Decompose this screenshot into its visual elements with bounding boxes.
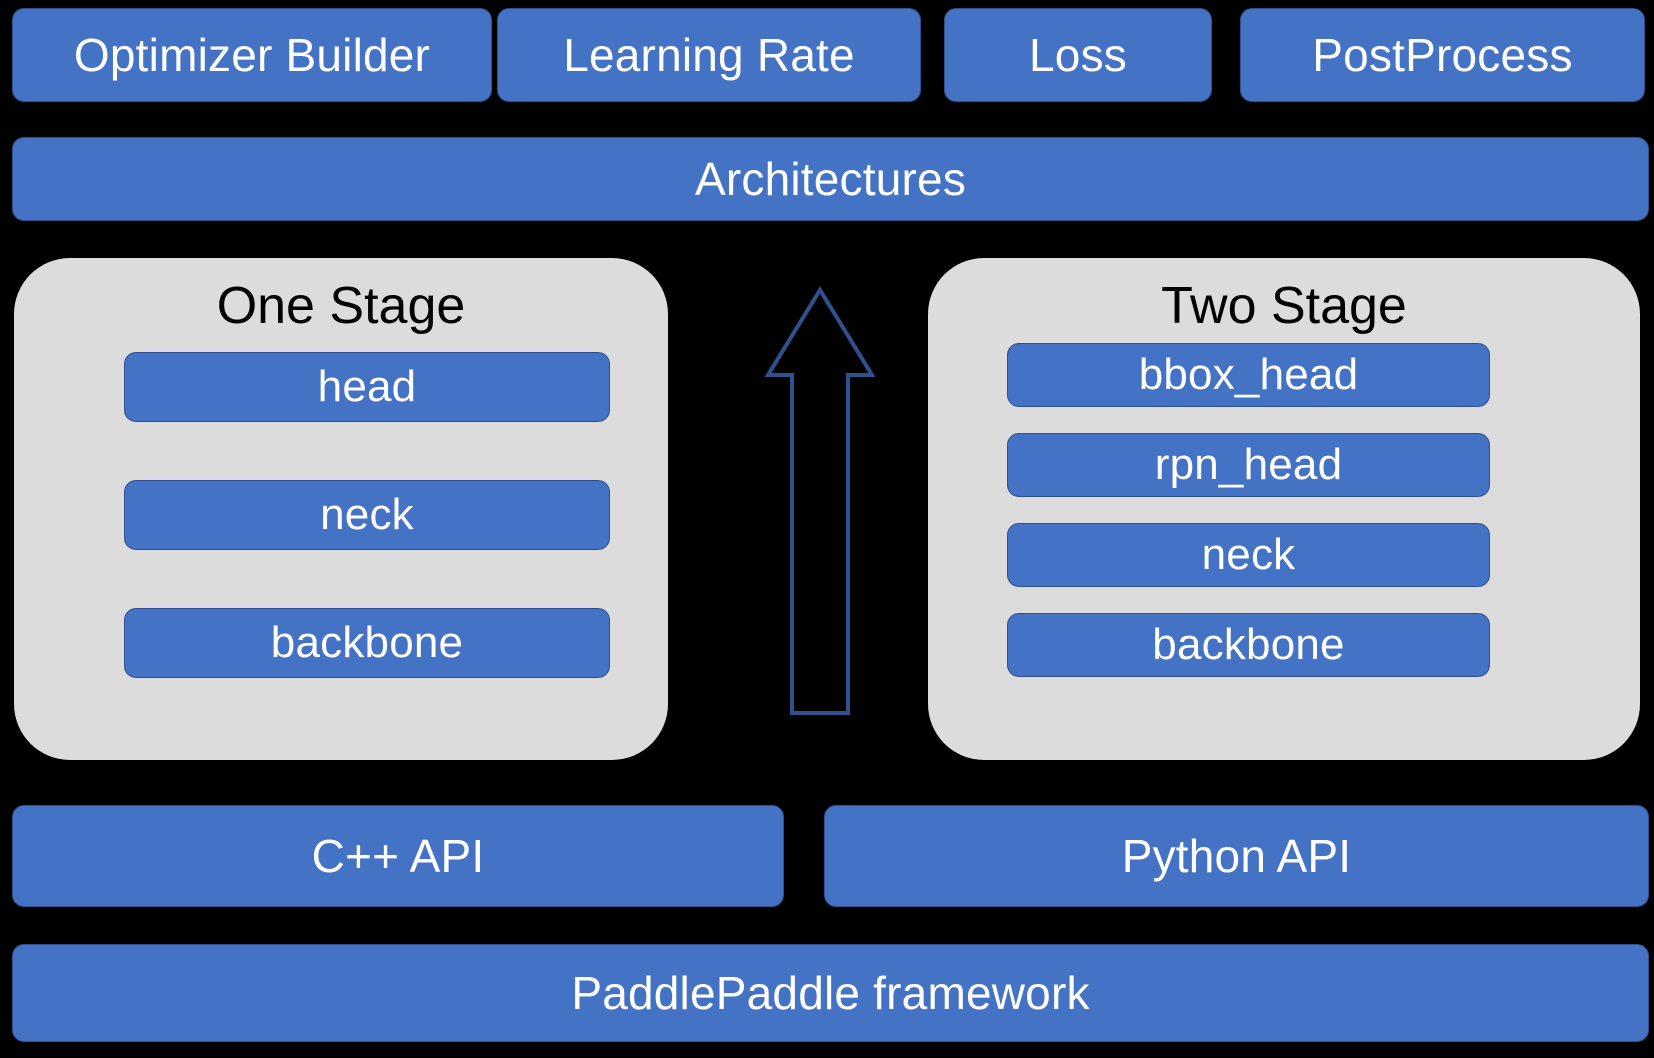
api-box-python[interactable]: Python API [824,805,1649,907]
up-arrow-icon [765,285,875,715]
module-box-label: Architectures [694,153,967,205]
module-box-label: PostProcess [1312,29,1573,81]
one-stage-title: One Stage [216,277,466,335]
component-label: neck [320,490,414,539]
component-label: neck [1201,530,1296,579]
two-stage-component-rpn-head[interactable]: rpn_head [1007,433,1490,497]
two-stage-component-backbone[interactable]: backbone [1007,613,1490,677]
two-stage-panel: Two Stage [928,258,1640,760]
component-label: head [317,362,417,411]
module-box-loss[interactable]: Loss [944,8,1212,102]
framework-box-label: PaddlePaddle framework [571,967,1090,1019]
one-stage-component-backbone[interactable]: backbone [124,608,610,678]
one-stage-component-head[interactable]: head [124,352,610,422]
module-box-label: Optimizer Builder [73,29,431,81]
api-box-cpp[interactable]: C++ API [12,805,784,907]
component-label: backbone [270,618,464,667]
component-label: rpn_head [1154,440,1343,489]
api-box-label: Python API [1121,830,1352,882]
component-label: bbox_head [1138,350,1359,399]
api-box-label: C++ API [311,830,485,882]
module-box-label: Loss [1029,29,1127,81]
framework-box-paddlepaddle[interactable]: PaddlePaddle framework [12,944,1649,1042]
two-stage-component-bbox-head[interactable]: bbox_head [1007,343,1490,407]
module-box-postprocess[interactable]: PostProcess [1240,8,1645,102]
module-box-label: Learning Rate [563,29,855,81]
module-box-optimizer-builder[interactable]: Optimizer Builder [12,8,492,102]
module-box-architectures[interactable]: Architectures [12,137,1649,221]
two-stage-component-neck[interactable]: neck [1007,523,1490,587]
one-stage-component-neck[interactable]: neck [124,480,610,550]
module-box-learning-rate[interactable]: Learning Rate [497,8,921,102]
two-stage-title: Two Stage [1161,277,1407,335]
component-label: backbone [1152,620,1345,669]
